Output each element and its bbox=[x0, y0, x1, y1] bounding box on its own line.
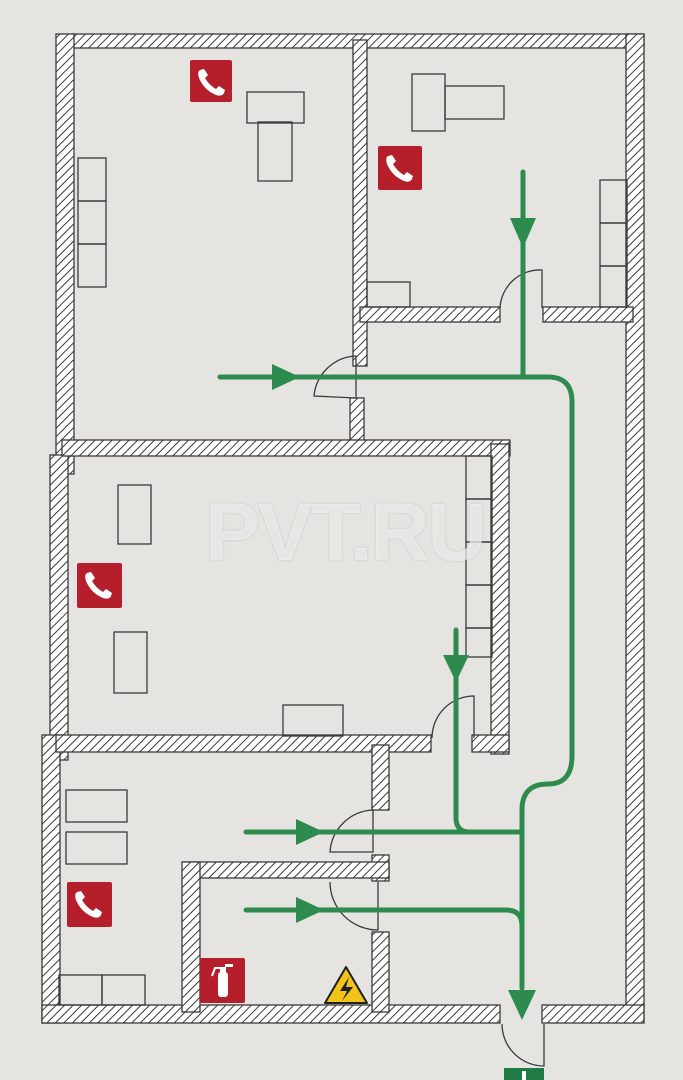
phone-icon bbox=[67, 882, 112, 927]
chair bbox=[444, 85, 505, 120]
outer-wall-left-lower bbox=[41, 734, 61, 1024]
outer-wall-bottom-left bbox=[41, 1004, 501, 1024]
phone-icon bbox=[77, 563, 122, 608]
chair bbox=[257, 121, 293, 182]
arrowhead-right bbox=[272, 364, 300, 390]
wall-electrical-left bbox=[181, 861, 201, 1013]
route-arrowheads bbox=[272, 218, 536, 1020]
outer-wall-bottom-right bbox=[541, 1004, 645, 1024]
door-exit bbox=[501, 1023, 545, 1067]
desk bbox=[65, 831, 128, 865]
wall-middle-right bbox=[490, 443, 510, 755]
wall-top-left-bottom bbox=[61, 439, 511, 457]
cabinet bbox=[58, 974, 103, 1006]
shelf bbox=[77, 200, 107, 245]
shelf bbox=[599, 179, 628, 224]
phone-icon bbox=[190, 60, 232, 102]
wall-electrical-top bbox=[183, 861, 390, 879]
arrowhead-down bbox=[510, 218, 536, 248]
arrowhead-right bbox=[296, 897, 324, 923]
shelf bbox=[465, 541, 493, 586]
wall-lower-partition bbox=[371, 744, 390, 811]
evacuation-routes bbox=[217, 169, 575, 991]
door-middle bbox=[431, 695, 475, 739]
wall-electrical-right bbox=[371, 931, 390, 1013]
outer-wall-left-middle bbox=[49, 454, 69, 761]
door-top-right bbox=[499, 269, 543, 309]
shelf bbox=[465, 584, 493, 629]
doors bbox=[313, 269, 545, 1067]
desk bbox=[246, 91, 305, 124]
shelf bbox=[465, 627, 493, 658]
arrowhead-down-exit bbox=[508, 990, 536, 1020]
door-electrical bbox=[329, 881, 379, 931]
route-main-corridor bbox=[519, 374, 575, 991]
desk bbox=[411, 73, 446, 132]
route-electrical bbox=[243, 907, 525, 929]
shelf bbox=[599, 265, 628, 308]
shelf bbox=[599, 222, 628, 267]
walls bbox=[41, 33, 645, 1024]
desk bbox=[65, 789, 128, 823]
cabinet bbox=[366, 281, 411, 308]
cabinet bbox=[101, 974, 146, 1006]
arrowhead-right bbox=[296, 819, 324, 845]
cabinet bbox=[282, 704, 344, 737]
table bbox=[117, 484, 152, 545]
furniture bbox=[58, 73, 628, 1006]
wall-top-right-bottom-a bbox=[359, 306, 501, 323]
wall-middle-bottom-b bbox=[471, 734, 510, 753]
shelf bbox=[465, 498, 493, 543]
shelf bbox=[465, 455, 493, 500]
exit-sign-icon bbox=[504, 1068, 544, 1080]
outer-wall-left-upper bbox=[55, 33, 75, 475]
extinguisher-icon bbox=[200, 958, 245, 1003]
door-top-left bbox=[313, 355, 357, 399]
outer-wall-right bbox=[625, 33, 645, 1023]
high-voltage-icon bbox=[324, 966, 368, 1004]
wall-middle-bottom-a bbox=[55, 734, 432, 753]
phone-icon bbox=[378, 146, 422, 190]
wall-top-right-bottom-b bbox=[542, 306, 634, 323]
shelf bbox=[77, 157, 107, 202]
wall-divider-top bbox=[352, 39, 368, 367]
shelf bbox=[77, 243, 107, 288]
table bbox=[113, 631, 148, 694]
wall-divider-top-lower bbox=[349, 397, 365, 445]
arrowhead-down bbox=[443, 655, 469, 682]
door-lower-left bbox=[329, 809, 374, 853]
